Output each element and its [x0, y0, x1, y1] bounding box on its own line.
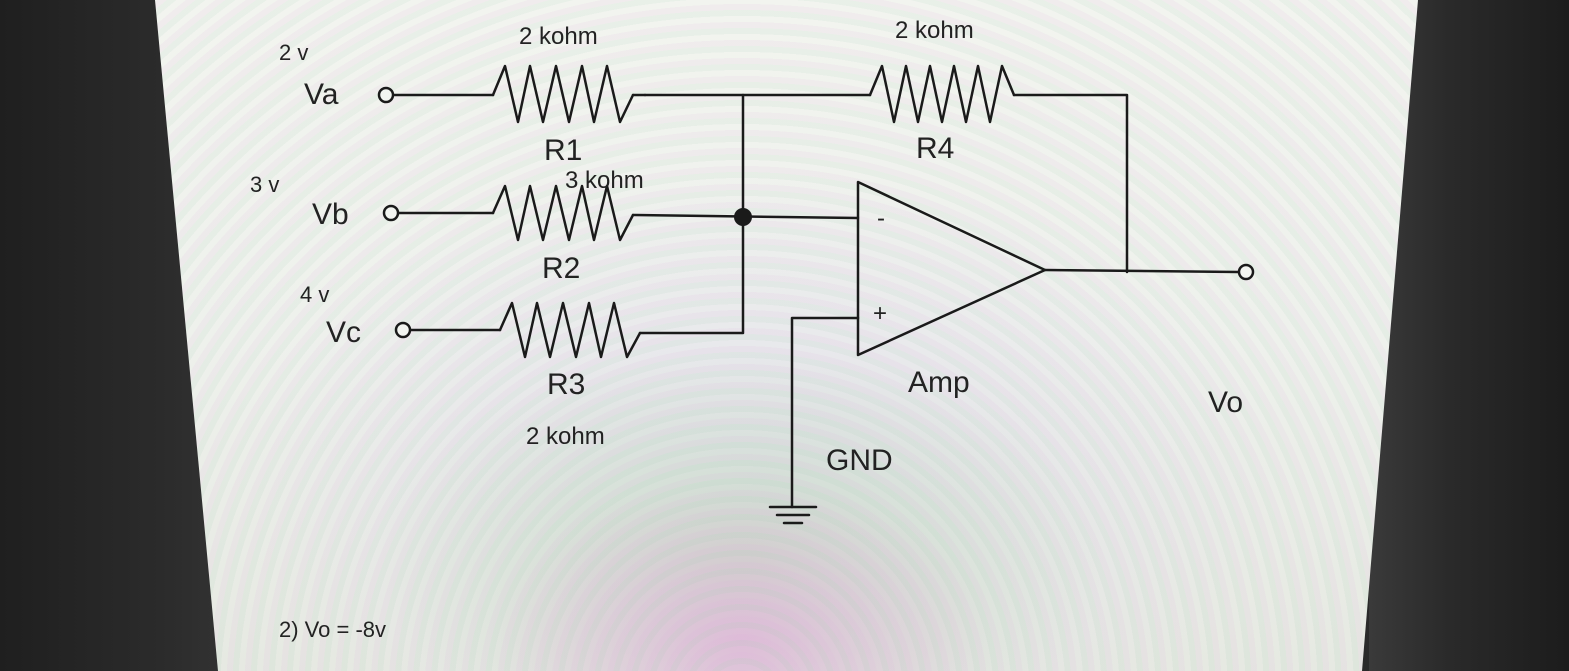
vb-voltage-label: 3 v: [250, 172, 279, 197]
r2-value-label: 3 kohm: [565, 167, 644, 194]
ground-wire: [790, 316, 860, 509]
gnd-label: GND: [826, 444, 893, 477]
r2-name-label: R2: [542, 252, 580, 285]
answer-text: 2) Vo = -8v: [279, 617, 386, 642]
output-wire: [1043, 268, 1240, 274]
amp-label: Amp: [908, 366, 970, 399]
va-voltage-label: 2 v: [279, 40, 308, 65]
r1-resistor: [491, 64, 635, 124]
va-label: Va: [304, 78, 339, 111]
r4-value-label: 2 kohm: [895, 17, 974, 44]
vb-label: Vb: [312, 198, 349, 231]
r4-name-label: R4: [916, 132, 954, 165]
vb-terminal: [382, 204, 400, 222]
r2-resistor: [491, 184, 635, 242]
vc-terminal: [394, 321, 412, 339]
inverting-input-sign: -: [877, 205, 885, 232]
r1-name-label: R1: [544, 134, 582, 167]
va-terminal: [377, 86, 395, 104]
vo-terminal: [1237, 263, 1255, 281]
vc-voltage-label: 4 v: [300, 282, 329, 307]
noninverting-input-sign: +: [873, 300, 887, 327]
r3-resistor: [498, 301, 642, 359]
ground-symbol: [768, 505, 818, 525]
vc-label: Vc: [326, 316, 361, 349]
summing-junction-dot: [734, 208, 752, 226]
r1-value-label: 2 kohm: [519, 23, 598, 50]
r3-name-label: R3: [547, 368, 585, 401]
op-amp-triangle: [856, 180, 1047, 357]
r4-resistor: [868, 64, 1016, 124]
vo-label: Vo: [1208, 386, 1243, 419]
r3-to-node-wire: [638, 93, 745, 335]
feedback-wire: [1012, 93, 1129, 274]
r3-value-label: 2 kohm: [526, 423, 605, 450]
